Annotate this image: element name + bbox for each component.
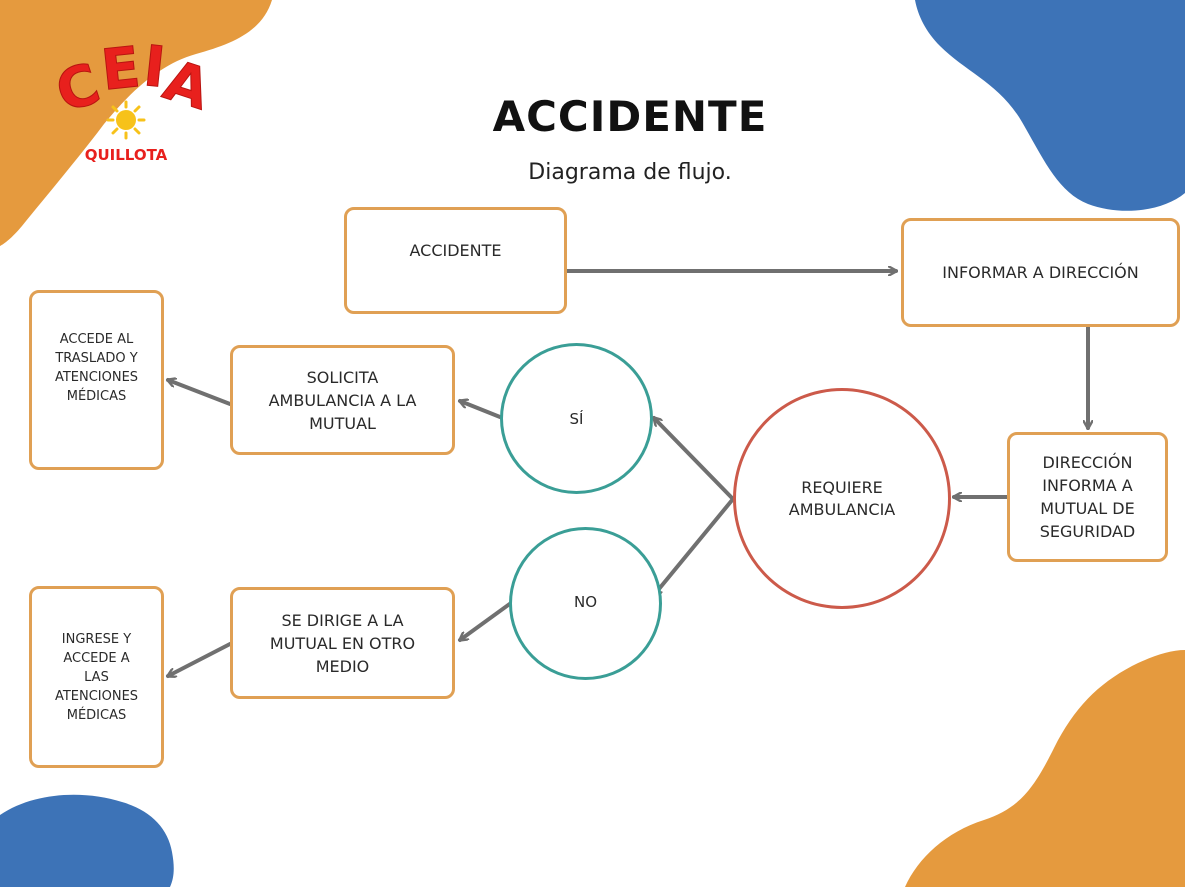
node-informar-label: INFORMAR A DIRECCIÓN (942, 262, 1139, 282)
node-direccion-informa: DIRECCIÓN INFORMA A MUTUAL DE SEGURIDAD (1007, 432, 1168, 562)
node-requiere-label: REQUIERE AMBULANCIA (788, 477, 896, 519)
page-subtitle: Diagrama de flujo. (528, 160, 732, 185)
ceia-logo: C E I A QUILLOTA (48, 34, 219, 164)
node-accede-traslado: ACCEDE AL TRASLADO Y ATENCIONES MÉDICAS (29, 290, 164, 470)
node-se-dirige: SE DIRIGE A LA MUTUAL EN OTRO MEDIO (230, 587, 455, 699)
node-requiere-ambulancia: REQUIERE AMBULANCIA (733, 388, 951, 609)
blue-blob-top-right (915, 0, 1185, 211)
node-ingrese-label: INGRESE Y ACCEDE A LAS ATENCIONES MÉDICA… (54, 631, 139, 723)
arrow-requiere-to-no (654, 497, 735, 595)
node-no: NO (509, 527, 662, 680)
arrow-no-to-sedirige (460, 601, 513, 640)
node-si: SÍ (500, 343, 653, 494)
svg-text:E: E (98, 35, 143, 104)
node-solicita-label: SOLICITA AMBULANCIA A LA MUTUAL (268, 367, 417, 433)
arrow-requiere-to-si (654, 418, 735, 501)
node-se-dirige-label: SE DIRIGE A LA MUTUAL EN OTRO MEDIO (269, 610, 416, 676)
node-accidente: ACCIDENTE (344, 207, 567, 314)
node-accede-label: ACCEDE AL TRASLADO Y ATENCIONES MÉDICAS (54, 332, 139, 404)
node-accidente-label: ACCIDENTE (409, 240, 502, 260)
node-direccion-label: DIRECCIÓN INFORMA A MUTUAL DE SEGURIDAD (1039, 453, 1136, 541)
page-title: ACCIDENTE (492, 92, 768, 141)
orange-blob-bottom-right (905, 650, 1185, 887)
arrow-sedirige-to-ingrese (168, 642, 232, 678)
orange-blob-top-left (0, 0, 272, 246)
node-solicita-ambulancia: SOLICITA AMBULANCIA A LA MUTUAL (230, 345, 455, 455)
node-no-label: NO (573, 592, 598, 611)
sun-icon (106, 100, 146, 140)
node-informar-direccion: INFORMAR A DIRECCIÓN (901, 218, 1180, 327)
node-si-label: SÍ (569, 409, 584, 428)
arrow-si-to-solicita (460, 401, 502, 419)
node-ingrese: INGRESE Y ACCEDE A LAS ATENCIONES MÉDICA… (29, 586, 164, 768)
arrow-solicita-to-accede (168, 380, 232, 406)
logo-place-name: QUILLOTA (85, 146, 168, 164)
blue-blob-bottom-left (0, 794, 174, 887)
